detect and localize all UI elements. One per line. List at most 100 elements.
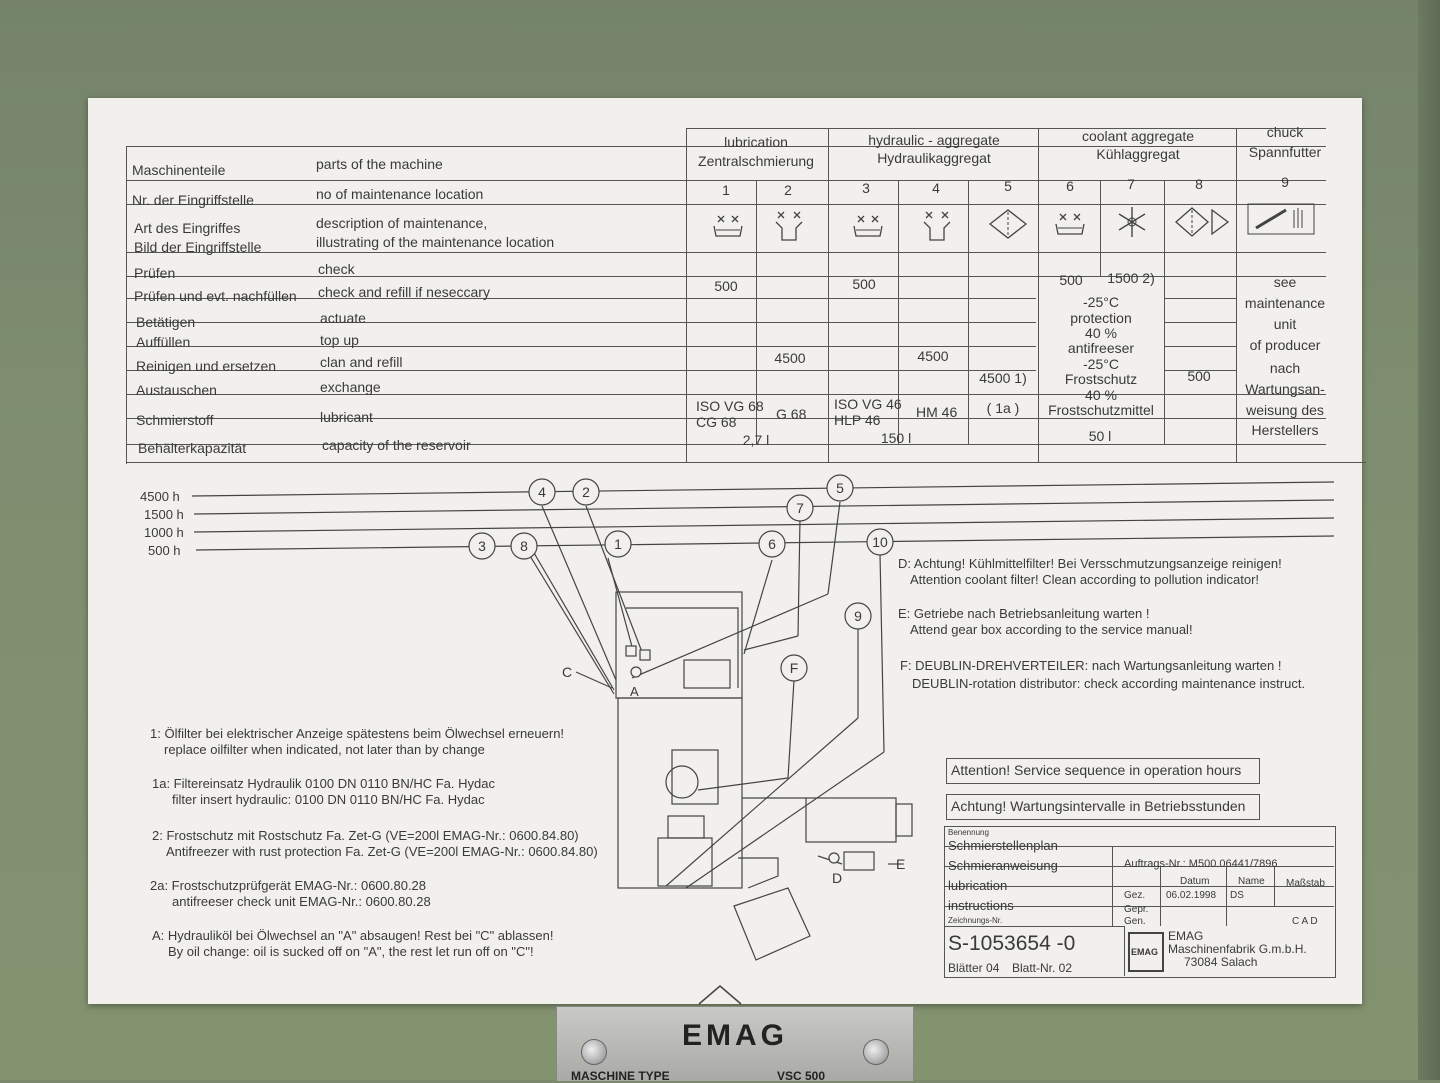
note-2a-de: 2a: Frostschutzprüfgerät EMAG-Nr.: 0600.… xyxy=(150,878,427,893)
row-art-de: Art des Eingriffes xyxy=(134,220,241,236)
callout-1: 1 xyxy=(614,536,622,552)
tb-company-1: EMAG xyxy=(1168,929,1204,943)
label-d: D xyxy=(832,870,843,886)
coolant-note: protection xyxy=(1070,310,1132,326)
coolant-note: antifreeser xyxy=(1067,340,1135,356)
callout-f: F xyxy=(789,660,799,676)
coolant-note: Frostschutz xyxy=(1064,371,1138,387)
callout-5: 5 xyxy=(836,480,844,496)
val-lub-4: HM 46 xyxy=(916,404,958,420)
loc-1: 1 xyxy=(722,182,730,198)
header-de: Maschinenteile xyxy=(132,162,226,178)
tb-massstab: Maßstab xyxy=(1286,878,1325,889)
val-cap-lub: 2,7 l xyxy=(742,432,770,448)
tb-cad: C A D xyxy=(1292,916,1318,927)
row-topup-en: top up xyxy=(320,332,359,348)
val-lub-5: ( 1a ) xyxy=(986,400,1020,416)
coolant-note: 40 % xyxy=(1085,387,1117,403)
tb-blatt: Blatt-Nr. 02 xyxy=(1012,961,1073,975)
coolant-note: Frostschutzmittel xyxy=(1048,402,1154,418)
row-desc-en: description of maintenance, xyxy=(316,215,488,231)
row-refill-en: check and refill if neseccary xyxy=(318,284,490,300)
label-e: E xyxy=(896,856,906,872)
chuck-note: Herstellers xyxy=(1251,422,1319,438)
label-c: C xyxy=(562,664,573,680)
oil-level-icon xyxy=(713,215,743,237)
tb-gepr: Gepr. xyxy=(1124,904,1149,915)
val-exchange-5: 4500 1) xyxy=(979,370,1027,386)
lubrication-plate: Maschinenteile parts of the machine lubr… xyxy=(88,98,1366,1004)
group-coolant: coolant aggregate xyxy=(1081,128,1195,144)
note-d-de: D: Achtung! Kühlmittelfilter! Bei Verssc… xyxy=(898,556,1282,571)
coolant-level-icon xyxy=(1055,213,1085,235)
tb-zeichnungs: Zeichnungs-Nr. xyxy=(948,916,1003,925)
loc-8: 8 xyxy=(1195,176,1203,192)
tb-title-3: lubrication xyxy=(948,878,1008,893)
tb-benennung: Benennung xyxy=(948,828,989,837)
loc-5: 5 xyxy=(1004,178,1012,194)
badge-label-2: VSC 500 xyxy=(777,1069,826,1083)
val-cap-hyd: 150 l xyxy=(880,430,912,446)
interval-1000: 1000 h xyxy=(144,525,184,540)
row-pruefen-de: Prüfen xyxy=(134,265,176,281)
tb-title-2: Schmieranweisung xyxy=(948,858,1058,873)
note-1-de: 1: Ölfilter bei elektrischer Anzeige spä… xyxy=(150,726,565,741)
chuck-note: unit xyxy=(1273,316,1297,332)
note-f-en: DEUBLIN-rotation distributor: check acco… xyxy=(912,676,1306,691)
group-lubrication: lubrication xyxy=(724,134,788,150)
coolant-note: -25°C xyxy=(1083,356,1119,372)
interval-4500: 4500 h xyxy=(140,489,180,504)
loc-2: 2 xyxy=(784,182,792,198)
row-exchange-en: exchange xyxy=(320,379,381,395)
val-lub-3a: ISO VG 46 xyxy=(834,396,902,412)
val-clean-2: 4500 xyxy=(774,350,806,366)
tb-company-3: 73084 Salach xyxy=(1184,955,1258,969)
tb-gez: Gez. xyxy=(1124,890,1146,901)
row-clan-en: clan and refill xyxy=(320,354,403,370)
row-nr-en: no of maintenance location xyxy=(316,186,484,202)
filter-icon xyxy=(988,209,1028,239)
chuck-note: Wartungsan- xyxy=(1245,381,1325,397)
group-lubrication-de: Zentralschmierung xyxy=(698,153,814,169)
callout-8: 8 xyxy=(520,538,528,554)
note-2-en: Antifreezer with rust protection Fa. Zet… xyxy=(166,844,598,859)
val-cap-cool: 50 l xyxy=(1088,428,1112,444)
val-lub-2: G 68 xyxy=(776,406,807,422)
chuck-grease-gun-icon xyxy=(1247,203,1315,235)
val-check-7: 1500 2) xyxy=(1107,270,1155,286)
note-1a-de: 1a: Filtereinsatz Hydraulik 0100 DN 0110… xyxy=(152,776,495,791)
machine-badge: EMAG MASCHINE TYPE VSC 500 xyxy=(556,1006,914,1083)
note-e-en: Attend gear box according to the service… xyxy=(910,622,1193,637)
badge-brand: EMAG xyxy=(682,1019,788,1052)
badge-label-1: MASCHINE TYPE xyxy=(571,1069,670,1083)
hydraulic-level-icon xyxy=(853,215,883,237)
tb-gen: Gen. xyxy=(1124,916,1146,927)
group-hydraulic: hydraulic - aggregate xyxy=(868,132,1000,148)
val-check-6: 500 xyxy=(1059,272,1083,288)
loc-3: 3 xyxy=(862,180,870,196)
frost-snowflake-icon xyxy=(1118,207,1146,237)
row-illus-en: illustrating of the maintenance location xyxy=(316,234,555,250)
chuck-note: maintenance xyxy=(1244,295,1326,311)
group-chuck: chuck xyxy=(1266,124,1304,140)
row-nr-de: Nr. der Eingriffstelle xyxy=(132,192,254,208)
note-e-de: E: Getriebe nach Betriebsanleitung warte… xyxy=(898,606,1150,621)
tb-auftrag: Auftrags-Nr.: M500.06441/7896 xyxy=(1124,858,1278,870)
tb-name: Name xyxy=(1238,876,1265,887)
note-f-de: F: DEUBLIN-DREHVERTEILER: nach Wartungsa… xyxy=(900,658,1282,673)
tb-drawing-no: S-1053654 -0 xyxy=(948,932,1076,955)
row-actuate-en: actuate xyxy=(320,310,366,326)
callout-4: 4 xyxy=(538,484,546,500)
hydraulic-refill-icon xyxy=(923,211,951,241)
tb-gez-name: DS xyxy=(1230,890,1244,901)
coolant-filter-icon xyxy=(1175,207,1230,237)
bottom-marker-icon xyxy=(698,985,742,1005)
val-lub-3b: HLP 46 xyxy=(834,412,881,428)
note-1a-en: filter insert hydraulic: 0100 DN 0110 BN… xyxy=(172,792,485,807)
title-block xyxy=(944,826,1336,978)
row-capacity-en: capacity of the reservoir xyxy=(322,437,471,453)
screw-icon xyxy=(581,1039,607,1065)
tb-blaetter: Blätter 04 xyxy=(948,961,1000,975)
note-a-de: A: Hydrauliköl bei Ölwechsel an "A" absa… xyxy=(152,928,554,943)
callout-3: 3 xyxy=(478,538,486,554)
